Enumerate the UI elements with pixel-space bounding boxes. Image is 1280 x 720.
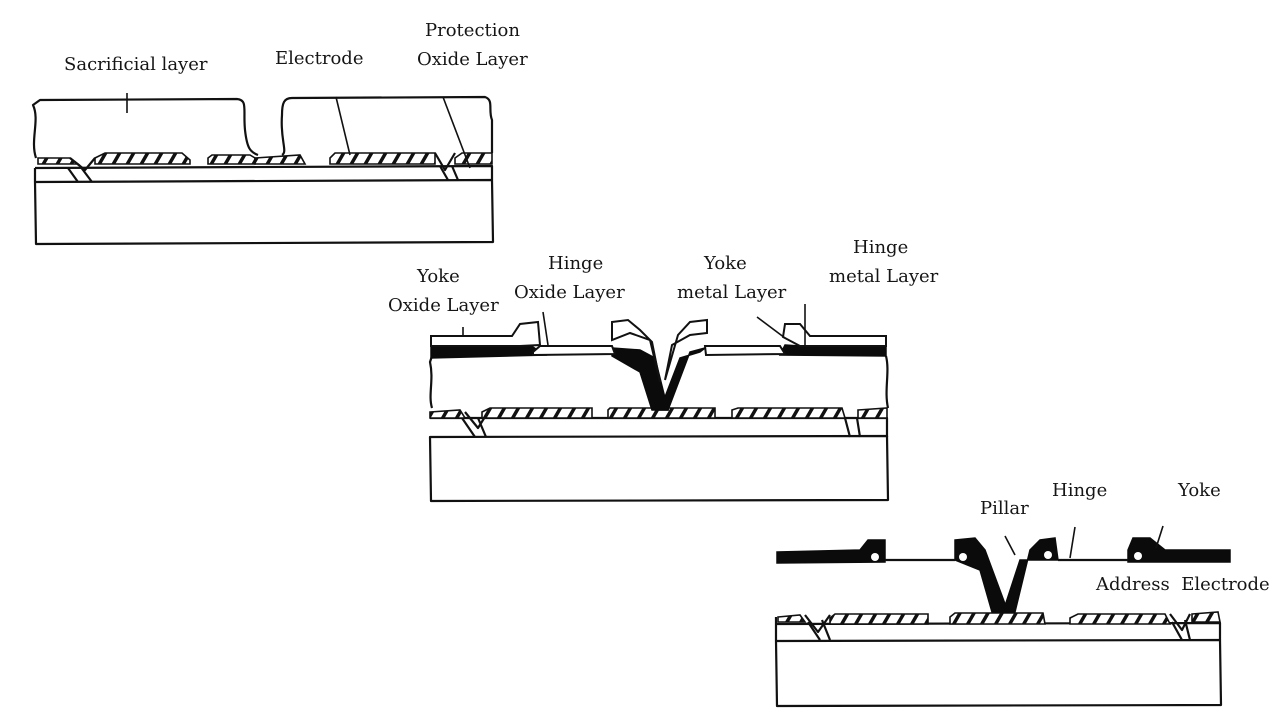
panel2-sacrificial-layer [428,355,890,409]
panel2-yoke-oxide-center-left [611,318,661,383]
label-yoke: Yoke [1178,480,1221,501]
panel3-via-left [804,614,832,641]
panel3-substrate [774,638,1223,708]
panel-3-released-mirror-step [774,525,1231,708]
panel3-leader-hinge [1069,526,1076,559]
label-protection: Protection [425,20,520,41]
panel3-via-right [1169,613,1192,641]
panel2-yoke-oxide-center-right [664,318,708,381]
panel2-leader-yoke-metal [756,316,786,339]
label-yoke-oxide-line1: Yoke [417,266,460,287]
label-hinge-metal-line1: Hinge [853,237,909,258]
panel1-via-right [434,152,460,181]
label-hinge-metal-line2: metal Layer [829,266,939,287]
panel2-hinge-oxide-right [703,345,787,357]
panel2-leader-hinge-oxide [542,311,549,346]
label-electrode: Electrode [275,48,364,69]
panel1-electrode-strip [37,152,493,165]
panel2-electrode-strip [429,407,888,419]
panel-2-hinge-yoke-deposition-step [428,304,890,503]
label-address-electrode: Address Electrode [1096,574,1270,595]
panel3-yoke [776,537,1231,613]
panel1-leader-electrode [335,96,351,156]
label-hinge: Hinge [1052,480,1108,501]
label-yoke-metal-line2: metal Layer [677,282,787,303]
label-hinge-oxide-line1: Hinge [548,253,604,274]
panel3-leader-yoke [1155,525,1164,549]
label-sacrificial-layer: Sacrificial layer [64,54,208,75]
panel-1-sacrificial-layer-step [31,93,495,246]
panel2-via-right [843,417,862,438]
panel2-hinge-oxide-left [532,345,617,357]
label-yoke-oxide-line2: Oxide Layer [388,295,499,316]
panel1-sacrificial-layer [31,95,494,159]
panel3-leader-pillar [1004,535,1016,556]
panel1-substrate [33,178,495,246]
panel3-address-electrode-strip [777,611,1221,625]
label-yoke-metal-line1: Yoke [704,253,747,274]
panel2-yoke-oxide-right [781,323,887,347]
panel2-yoke-oxide-left [430,320,542,347]
label-protection-oxide-layer: Oxide Layer [417,49,528,70]
panel2-via-left [461,411,489,438]
panel2-oxide-layer [430,416,889,437]
label-hinge-oxide-line2: Oxide Layer [514,282,625,303]
label-pillar: Pillar [980,498,1029,519]
panel1-via-left [67,157,96,183]
panel2-substrate [428,434,890,503]
panel1-oxide-layer [33,164,494,182]
panel1-leader-protection-oxide [442,96,471,169]
